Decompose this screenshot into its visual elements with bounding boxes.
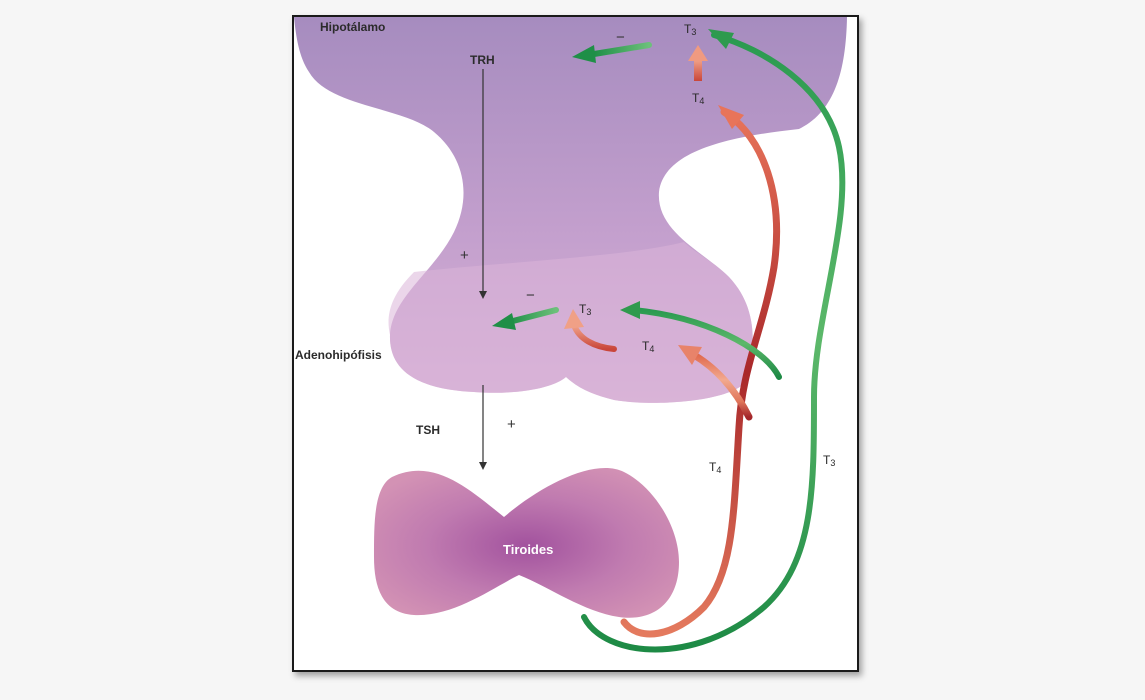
trh-label: TRH — [470, 53, 495, 67]
path-t3-label: T3 — [823, 453, 835, 468]
thyroid-label: Tiroides — [503, 542, 553, 557]
tsh-label: TSH — [416, 423, 440, 437]
hypothalamus-t4-label: T4 — [692, 91, 704, 106]
pituitary-t4-label: T4 — [642, 339, 654, 354]
diagram-canvas — [294, 17, 857, 670]
hypothalamic-pituitary-thyroid-diagram: Hipotálamo TRH + Adenohipófisis TSH + Ti… — [292, 15, 859, 672]
tsh-plus-sign: + — [507, 416, 516, 433]
tsh-arrow-head — [479, 462, 487, 470]
t4-to-t3-conversion-hypothalamus — [694, 59, 702, 81]
hypothalamus-label: Hipotálamo — [320, 20, 385, 34]
path-t4-label: T4 — [709, 460, 721, 475]
pituitary-minus-sign: − — [526, 287, 535, 304]
pituitary-t3-label: T3 — [579, 302, 591, 317]
hypothalamus-minus-sign: − — [616, 29, 625, 46]
hypothalamus-t3-label: T3 — [684, 22, 696, 37]
adenohypophysis-label: Adenohipófisis — [295, 348, 382, 362]
trh-plus-sign: + — [460, 247, 469, 264]
